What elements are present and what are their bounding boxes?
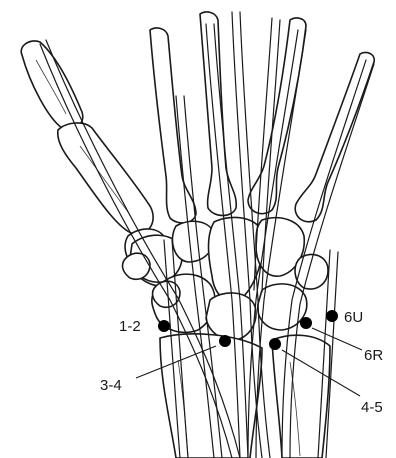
portal-6r-dot: [300, 317, 312, 329]
lunate: [206, 293, 256, 340]
portal-1-2-dot: [158, 320, 170, 332]
portal-4-5-dot: [269, 338, 281, 350]
trapezoid: [172, 221, 214, 262]
middle-metacarpal: [200, 12, 236, 216]
label-3-4: 3-4: [100, 377, 122, 394]
metacarpals: [150, 12, 374, 223]
little-metacarpal: [295, 52, 374, 221]
ring-metacarpal: [248, 18, 306, 214]
portal-3-4-dot: [219, 335, 231, 347]
trapezium-ridge: [123, 253, 150, 279]
label-6r: 6R: [364, 347, 383, 364]
index-metacarpal: [150, 28, 196, 223]
thumb-proximal-phalanx: [58, 123, 153, 234]
label-1-2: 1-2: [119, 318, 141, 335]
label-4-5: 4-5: [361, 399, 383, 416]
portal-6u-dot: [326, 310, 338, 322]
label-6u: 6U: [344, 309, 363, 326]
